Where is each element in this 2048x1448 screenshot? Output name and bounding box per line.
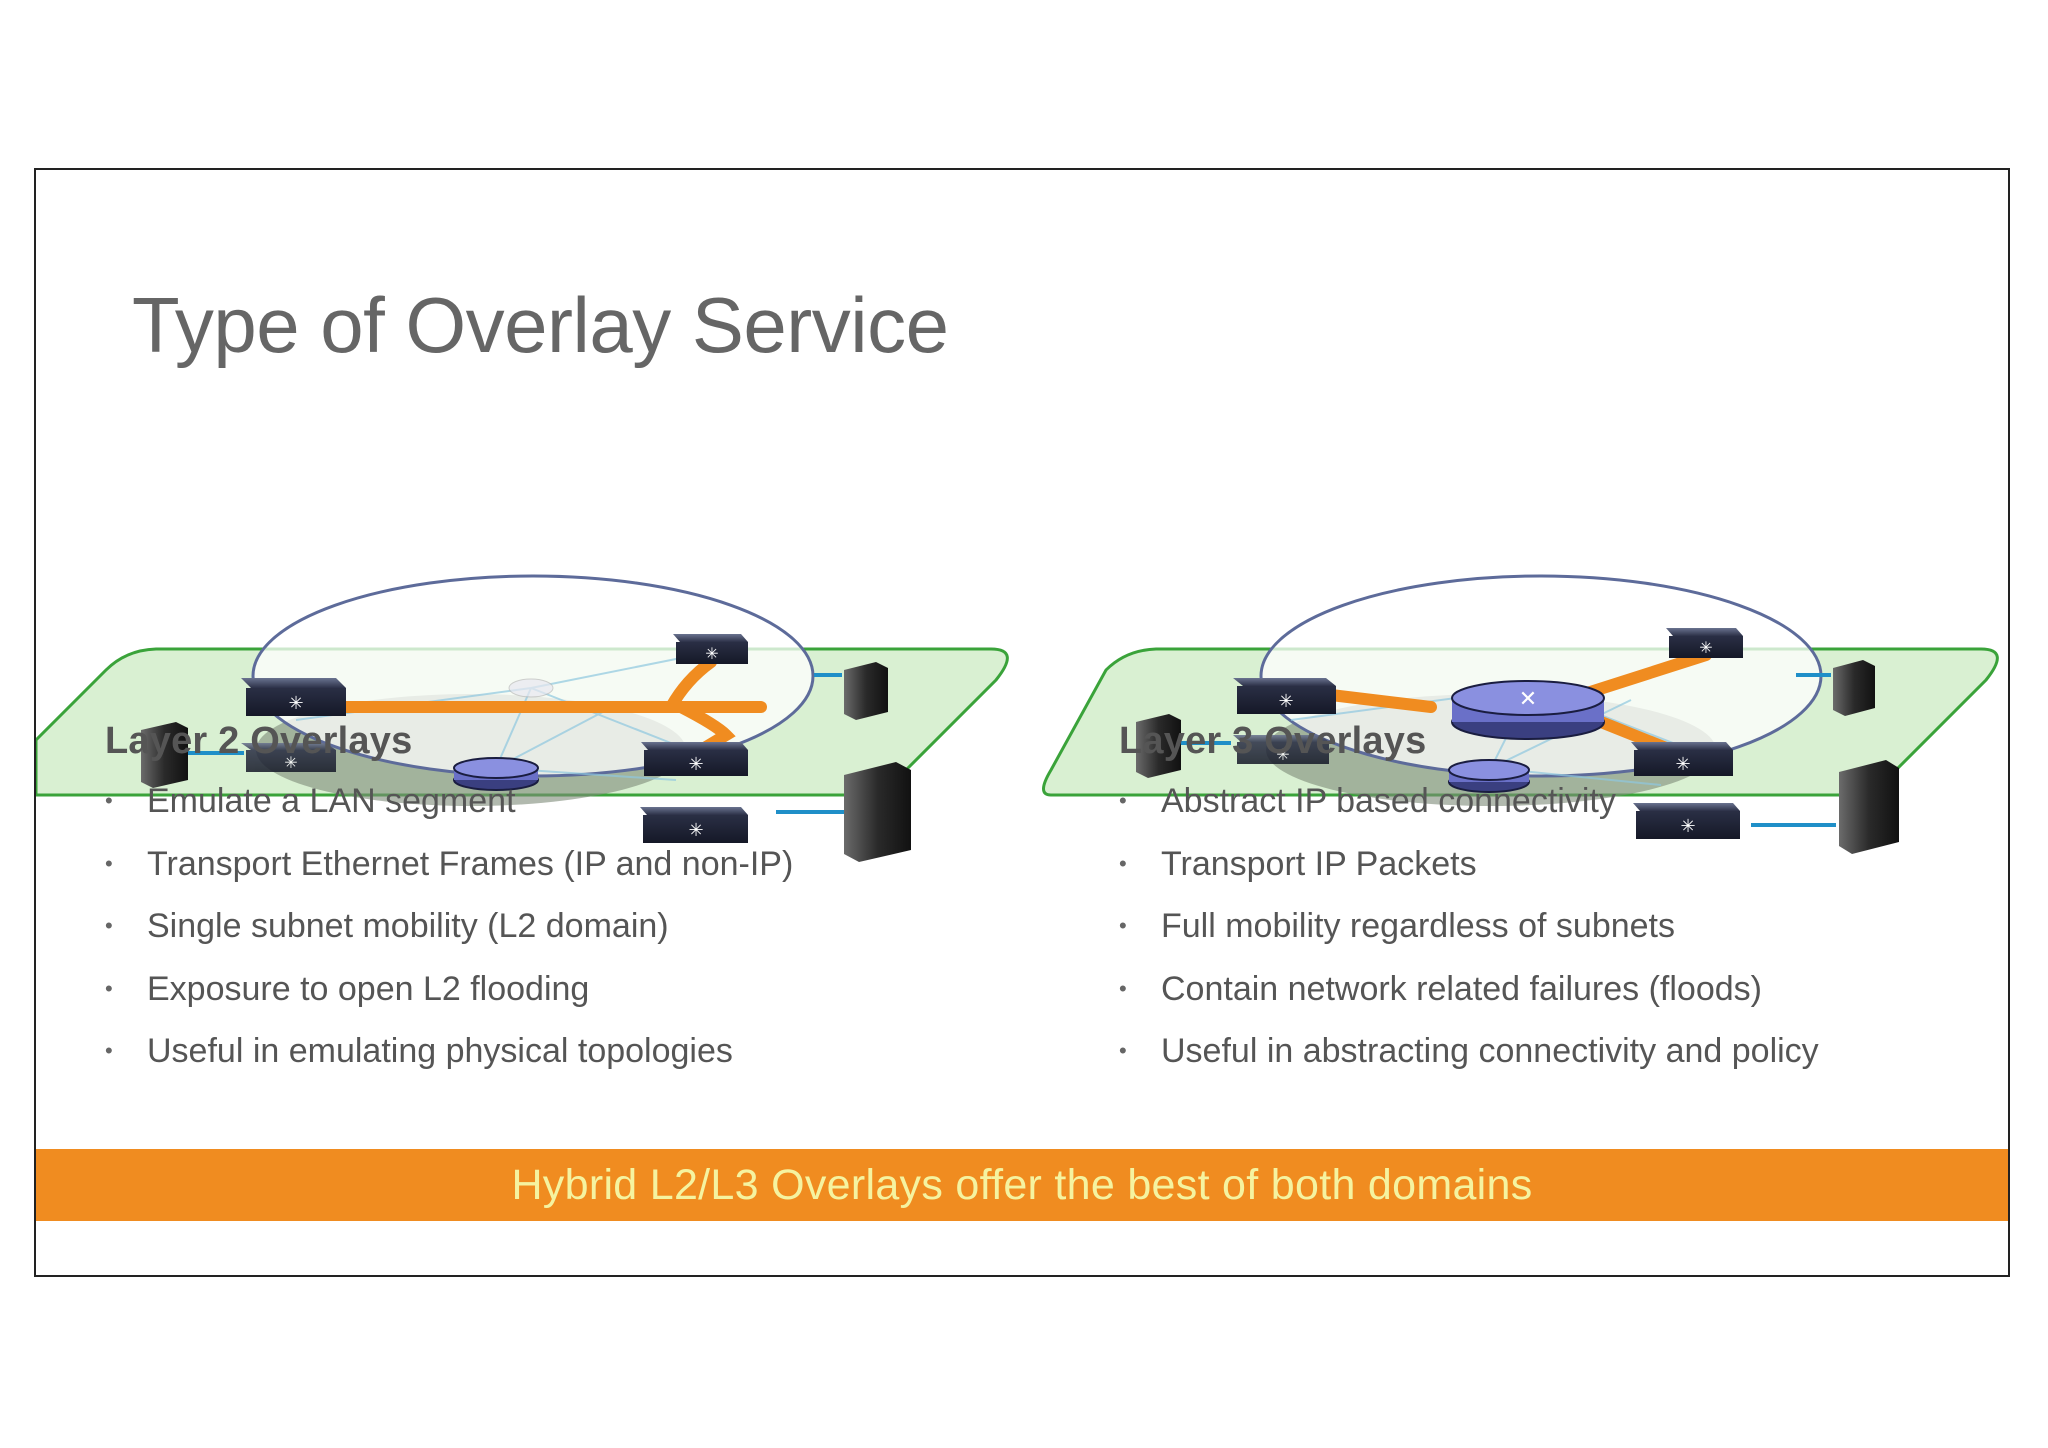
layer3-heading: Layer 3 Overlays (1119, 720, 1427, 762)
server-icon (1839, 760, 1899, 854)
list-item: • Single subnet mobility (L2 domain) (105, 904, 1065, 967)
switch-icon: ✳ (1233, 678, 1336, 714)
slide-title: Type of Overlay Service (132, 281, 949, 369)
bullet-icon: • (105, 1038, 113, 1063)
list-item: • Exposure to open L2 flooding (105, 967, 1065, 1030)
svg-text:✳: ✳ (1675, 754, 1690, 775)
switch-icon: ✳ (640, 807, 748, 843)
bullet-icon: • (1119, 788, 1127, 813)
bullet-text: Contain network related failures (floods… (1161, 969, 1762, 1008)
server-icon (844, 762, 911, 862)
switch-icon: ✳ (673, 634, 748, 664)
layer3-overlay-diagram: ✳ ✳ ✳ ✳ ✳ (1011, 450, 2008, 880)
svg-text:✳: ✳ (1699, 638, 1712, 657)
layer2-column: Layer 2 Overlays • Emulate a LAN segment … (105, 720, 1065, 1092)
router-icon (1448, 759, 1530, 793)
bullet-icon: • (105, 788, 113, 813)
server-icon (1136, 714, 1181, 778)
server-icon (1833, 660, 1875, 716)
bullet-text: Useful in emulating physical topologies (147, 1032, 733, 1070)
bullet-text: Abstract IP based connectivity (1161, 782, 1616, 820)
bullet-text: Exposure to open L2 flooding (147, 969, 590, 1008)
bullet-icon: • (1119, 913, 1127, 938)
switch-icon: ✳ (241, 743, 336, 772)
list-item: • Emulate a LAN segment (105, 779, 1065, 842)
layer2-heading: Layer 2 Overlays (105, 720, 413, 762)
svg-text:✳: ✳ (1276, 745, 1289, 764)
svg-text:✳: ✳ (688, 820, 703, 841)
svg-text:✳: ✳ (705, 644, 718, 663)
router-icon: ✕ (1451, 680, 1605, 740)
bullet-icon: • (105, 913, 113, 938)
bullet-icon: • (105, 850, 113, 876)
svg-text:✳: ✳ (1278, 691, 1293, 712)
bullet-text: Single subnet mobility (L2 domain) (147, 907, 669, 945)
server-icon (844, 662, 888, 720)
bullet-icon: • (1119, 1038, 1127, 1063)
layer2-overlay-diagram: ✳ ✳ ✳ ✳ ✳ (36, 450, 1036, 880)
summary-banner: Hybrid L2/L3 Overlays offer the best of … (36, 1149, 2008, 1221)
bullet-text: Transport IP Packets (1161, 844, 1477, 883)
bullet-icon: • (1119, 975, 1127, 1001)
layer3-bullet-list: • Abstract IP based connectivity • Transpo… (1119, 779, 2008, 1092)
switch-icon: ✳ (241, 678, 346, 716)
switch-icon: ✳ (1666, 628, 1743, 658)
list-item: • Useful in emulating physical topologies (105, 1029, 1065, 1092)
bullet-icon: • (105, 975, 113, 1001)
banner-text: Hybrid L2/L3 Overlays offer the best of … (511, 1160, 1533, 1209)
svg-text:✳: ✳ (288, 693, 303, 714)
list-item: • Transport Ethernet Frames (IP and non-I… (105, 842, 1065, 905)
bullet-text: Useful in abstracting connectivity and p… (1161, 1032, 1819, 1070)
switch-icon: ✳ (1233, 735, 1329, 764)
svg-text:✳: ✳ (688, 754, 703, 775)
slide: Type of Overlay Service (34, 168, 2010, 1277)
bullet-text: Full mobility regardless of subnets (1161, 907, 1676, 945)
svg-text:✕: ✕ (1519, 687, 1537, 712)
list-item: • Abstract IP based connectivity (1119, 779, 2008, 842)
svg-text:✳: ✳ (284, 753, 297, 772)
switch-icon: ✳ (1633, 803, 1740, 839)
bullet-text: Emulate a LAN segment (147, 782, 516, 820)
list-item: • Transport IP Packets (1119, 842, 2008, 905)
list-item: • Full mobility regardless of subnets (1119, 904, 2008, 967)
list-item: • Useful in abstracting connectivity and … (1119, 1029, 2008, 1092)
server-icon (141, 722, 188, 788)
switch-icon: ✳ (641, 742, 748, 776)
layer2-bullet-list: • Emulate a LAN segment • Transport Ethern… (105, 779, 1065, 1092)
list-item: • Contain network related failures (flood… (1119, 967, 2008, 1030)
svg-text:✳: ✳ (1680, 816, 1695, 837)
router-icon (453, 757, 539, 791)
bullet-icon: • (1119, 850, 1127, 876)
bullet-text: Transport Ethernet Frames (IP and non-IP… (147, 844, 794, 883)
layer3-column: Layer 3 Overlays • Abstract IP based conn… (1119, 720, 2008, 1092)
switch-icon: ✳ (1631, 742, 1733, 776)
